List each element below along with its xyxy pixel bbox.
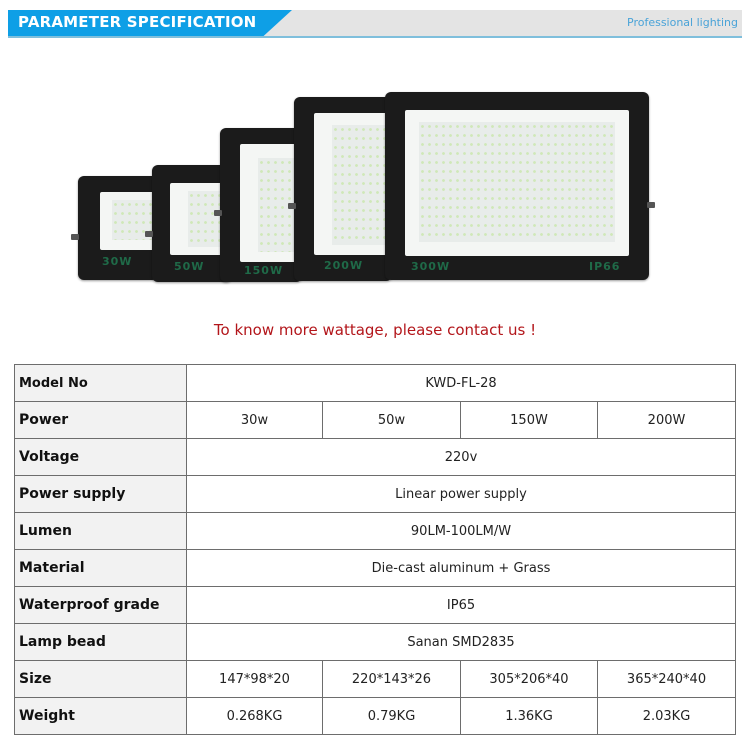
- row-label-power: Power: [14, 401, 187, 439]
- cell-weight-4: 2.03KG: [596, 697, 737, 735]
- cell-size-2: 220*143*26: [322, 660, 461, 698]
- cell-weight-3: 1.36KG: [460, 697, 598, 735]
- wattage-label: 300W: [411, 260, 451, 273]
- row-label-lamp-bead: Lamp bead: [14, 623, 187, 661]
- cell-waterproof-value: IP65: [185, 586, 737, 624]
- table-row: Power 30w 50w 150W 200W: [14, 401, 737, 439]
- row-label-power-supply: Power supply: [14, 475, 187, 513]
- table-row: Weight 0.268KG 0.79KG 1.36KG 2.03KG: [14, 697, 737, 735]
- specification-table: Model No KWD-FL-28 Power 30w 50w 150W 20…: [14, 364, 737, 735]
- mount-bracket-icon: [145, 231, 153, 237]
- row-label-waterproof: Waterproof grade: [14, 586, 187, 624]
- table-row: Lamp bead Sanan SMD2835: [14, 623, 737, 661]
- floodlight-300w-image: 300W IP66: [385, 92, 655, 280]
- cell-lumen-value: 90LM-100LM/W: [185, 512, 737, 550]
- cell-power-1: 30w: [186, 401, 323, 439]
- section-header: PARAMETER SPECIFICATION Professional lig…: [8, 10, 742, 38]
- cell-model-value: KWD-FL-28: [185, 364, 737, 402]
- cell-power-2: 50w: [322, 401, 461, 439]
- cell-weight-1: 0.268KG: [186, 697, 323, 735]
- cell-power-3: 150W: [460, 401, 598, 439]
- table-row: Lumen 90LM-100LM/W: [14, 512, 737, 550]
- table-row: Waterproof grade IP65: [14, 586, 737, 624]
- cell-size-1: 147*98*20: [186, 660, 323, 698]
- cell-lamp-bead-value: Sanan SMD2835: [185, 623, 737, 661]
- table-row: Size 147*98*20 220*143*26 305*206*40 365…: [14, 660, 737, 698]
- header-accent-band: [8, 10, 292, 36]
- cell-size-3: 305*206*40: [460, 660, 598, 698]
- ip-rating-label: IP66: [589, 260, 621, 273]
- header-tagline: Professional lighting: [627, 16, 738, 29]
- table-row: Model No KWD-FL-28: [14, 364, 737, 402]
- cell-size-4: 365*240*40: [596, 660, 737, 698]
- mount-bracket-icon: [647, 202, 655, 208]
- product-image-lineup: 30W 50W 150W 200W 300W IP66: [0, 40, 750, 300]
- row-label-material: Material: [14, 549, 187, 587]
- row-label-model: Model No: [14, 364, 187, 402]
- table-row: Voltage 220v: [14, 438, 737, 476]
- cell-power-supply-value: Linear power supply: [185, 475, 737, 513]
- row-label-size: Size: [14, 660, 187, 698]
- cell-material-value: Die-cast aluminum + Grass: [185, 549, 737, 587]
- mount-bracket-icon: [288, 203, 296, 209]
- row-label-lumen: Lumen: [14, 512, 187, 550]
- cell-weight-2: 0.79KG: [322, 697, 461, 735]
- cell-voltage-value: 220v: [185, 438, 737, 476]
- section-title: PARAMETER SPECIFICATION: [18, 13, 257, 31]
- contact-notice: To know more wattage, please contact us …: [213, 321, 537, 339]
- wattage-label: 30W: [102, 255, 133, 268]
- table-row: Material Die-cast aluminum + Grass: [14, 549, 737, 587]
- row-label-voltage: Voltage: [14, 438, 187, 476]
- floodlight-50w-image: 50W: [145, 165, 232, 282]
- table-row: Power supply Linear power supply: [14, 475, 737, 513]
- wattage-label: 150W: [244, 264, 284, 277]
- floodlight-200w-image: 200W: [288, 97, 392, 281]
- floodlight-30w-image: 30W: [71, 176, 158, 280]
- mount-bracket-icon: [71, 234, 79, 240]
- wattage-label: 50W: [174, 260, 205, 273]
- mount-bracket-icon: [214, 210, 222, 216]
- row-label-weight: Weight: [14, 697, 187, 735]
- wattage-label: 200W: [324, 259, 364, 272]
- cell-power-4: 200W: [596, 401, 737, 439]
